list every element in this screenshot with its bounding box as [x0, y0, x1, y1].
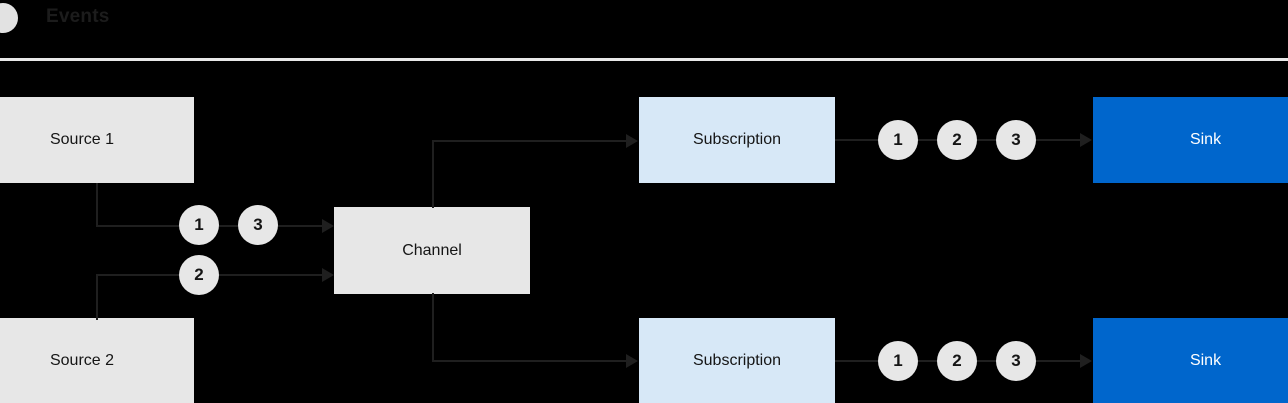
event-token-label: 1 [893, 351, 903, 370]
node-source-2[interactable]: Source 2 [0, 318, 194, 403]
event-token-source2-2: 2 [179, 255, 219, 295]
edge-subtop-sink-arrowhead [1080, 133, 1092, 147]
event-token-label: 3 [253, 215, 263, 234]
node-sink-bottom[interactable]: Sink [1093, 318, 1288, 403]
node-channel[interactable]: Channel [334, 207, 530, 294]
event-token-source1-3: 3 [238, 205, 278, 245]
event-token-label: 2 [194, 265, 204, 284]
edge-channel-subtop-segment-vertical [432, 140, 434, 208]
edge-subbot-sink-arrowhead [1080, 354, 1092, 368]
edge-source1-channel-segment-vertical [96, 183, 98, 227]
event-token-subtop-1: 1 [878, 120, 918, 160]
event-token-subbot-3: 3 [996, 341, 1036, 381]
edge-source2-channel-segment-vertical [96, 274, 98, 320]
node-subscription-top-label: Subscription [692, 131, 782, 148]
edge-channel-subbot-segment-vertical [432, 293, 434, 361]
edge-channel-subtop-arrowhead [626, 134, 638, 148]
event-token-label: 3 [1011, 130, 1021, 149]
event-token-subtop-2: 2 [937, 120, 977, 160]
header-divider [0, 58, 1288, 61]
event-token-label: 2 [952, 351, 962, 370]
edge-source1-channel-arrowhead [322, 219, 334, 233]
node-source-1-label: Source 1 [49, 131, 115, 148]
node-channel-label: Channel [402, 241, 462, 259]
node-sink-top-label: Sink [1189, 131, 1222, 148]
event-token-label: 2 [952, 130, 962, 149]
node-source-2-label: Source 2 [49, 352, 115, 369]
event-token-subbot-2: 2 [937, 341, 977, 381]
node-source-1[interactable]: Source 1 [0, 97, 194, 183]
node-subscription-bottom[interactable]: Subscription [639, 318, 835, 403]
node-sink-top[interactable]: Sink [1093, 97, 1288, 183]
event-token-subbot-1: 1 [878, 341, 918, 381]
event-token-label: 1 [893, 130, 903, 149]
event-token-subtop-3: 3 [996, 120, 1036, 160]
event-token-source1-1: 1 [179, 205, 219, 245]
events-dot-icon [0, 3, 18, 33]
edge-source2-channel-arrowhead [322, 268, 334, 282]
event-token-label: 1 [194, 215, 204, 234]
edge-channel-subbot-arrowhead [626, 354, 638, 368]
node-subscription-bottom-label: Subscription [692, 352, 782, 369]
page-title: Events [46, 6, 110, 27]
node-sink-bottom-label: Sink [1189, 352, 1222, 369]
edge-channel-subtop-segment-horizontal [432, 140, 627, 142]
edge-channel-subbot-segment-horizontal [432, 360, 627, 362]
event-token-label: 3 [1011, 351, 1021, 370]
node-subscription-top[interactable]: Subscription [639, 97, 835, 183]
